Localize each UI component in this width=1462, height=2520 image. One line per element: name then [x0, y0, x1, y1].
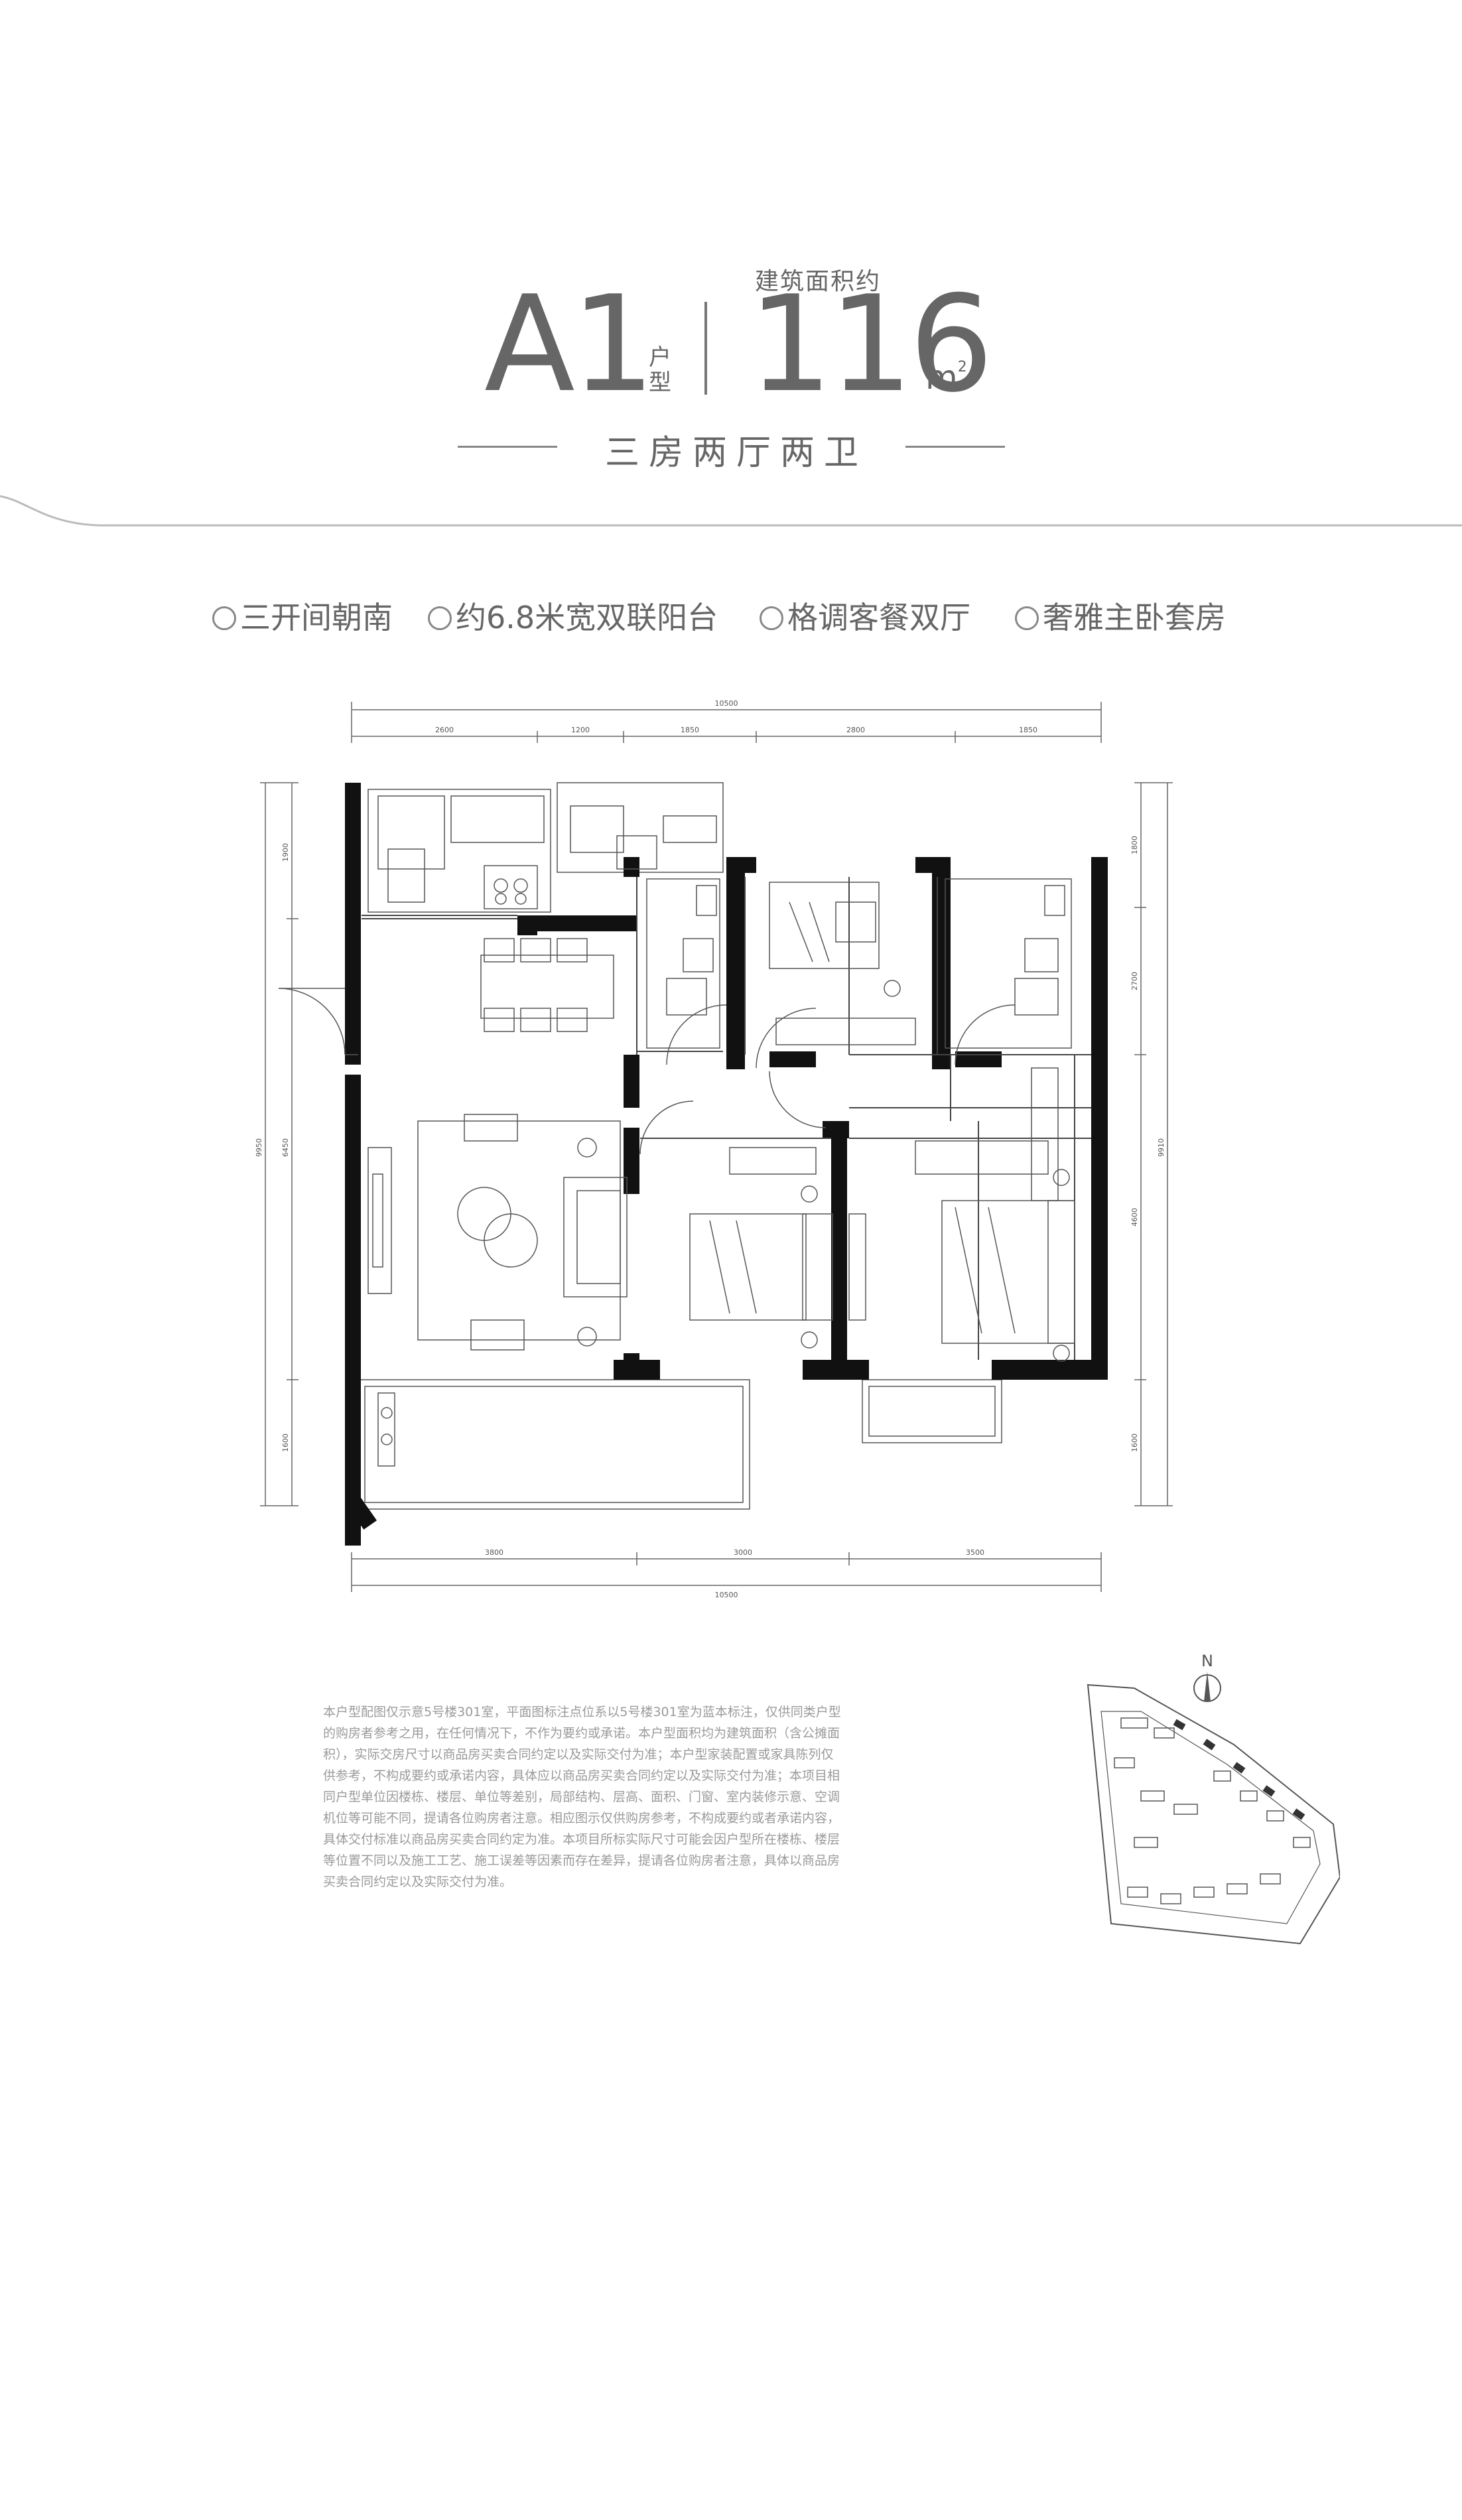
area-unit-base: m: [925, 358, 958, 397]
header-divider: [704, 302, 707, 395]
master-bedroom: [915, 1067, 1075, 1362]
header-curve: [0, 495, 1462, 527]
area-unit-sup: 2: [957, 359, 967, 375]
dim-top-seg-1: 2600: [435, 726, 454, 734]
bedroom-middle: [639, 1100, 866, 1349]
feature-list: 三开间朝南 约6.8米宽双联阳台 格调客餐双厅 奢雅主卧套房: [199, 594, 1274, 640]
dimension-bottom: [351, 1552, 1102, 1592]
dim-top-total: 10500: [715, 699, 738, 708]
area-value: 116: [748, 267, 994, 422]
dim-right-seg-4: 1600: [1130, 1433, 1139, 1452]
layout-subtitle: 三房两厅两卫: [604, 433, 868, 473]
disclaimer: 本户型配图仅示意5号楼301室，平面图标注点位系以5号楼301室为蓝本标注，仅供…: [323, 1705, 841, 1889]
north-label: N: [1201, 1652, 1213, 1670]
dim-right-seg-1: 1800: [1130, 836, 1139, 854]
dim-right-seg-3: 4600: [1130, 1208, 1139, 1227]
feature-item: 格调客餐双厅: [760, 594, 970, 637]
walls: [345, 783, 1108, 1546]
ring-icon: [1015, 606, 1039, 630]
feature-item: 约6.8米宽双联阳台: [428, 594, 718, 637]
dim-top-seg-3: 1850: [681, 726, 699, 734]
bathroom-2: [945, 878, 1072, 1065]
site-buildings-highlight: [1173, 1719, 1305, 1820]
corridor-door: [769, 1071, 827, 1128]
bathroom-1: [646, 878, 727, 1065]
dimension-left: [260, 782, 299, 1506]
feature-item: 三开间朝南: [212, 594, 393, 637]
dim-right-total: 9910: [1157, 1138, 1165, 1157]
feature-text: 约6.8米宽双联阳台: [456, 600, 718, 635]
dimension-top: [351, 702, 1102, 743]
dimension-right: [1134, 782, 1173, 1506]
dim-bottom-total: 10500: [715, 1591, 738, 1599]
subtitle-line-left: [458, 446, 557, 448]
dim-left-total: 9950: [255, 1138, 263, 1157]
subtitle-line-right: [905, 446, 1005, 448]
laundry: [377, 1392, 395, 1467]
site-plan: N: [1087, 1652, 1340, 1945]
floor-plan: 10500 2600 1200 1850 2800 1850 9950 1900…: [255, 699, 1173, 1599]
dim-right-seg-2: 2700: [1130, 972, 1139, 990]
ring-icon: [212, 606, 236, 630]
dim-bottom-seg-3: 3500: [966, 1548, 984, 1557]
header: A1 户型 建筑面积约 116 m2 三房两厅两卫: [0, 0, 1462, 531]
feature-item: 奢雅主卧套房: [1015, 594, 1226, 637]
living-room: [367, 1114, 628, 1351]
entrance-door: [278, 988, 358, 1055]
ring-icon: [428, 606, 452, 630]
dim-top-seg-2: 1200: [571, 726, 590, 734]
north-arrow: N: [1193, 1652, 1221, 1702]
area-label: 建筑面积约: [755, 268, 882, 295]
area-unit: m2: [925, 358, 967, 397]
dim-left-seg-1: 1900: [281, 843, 290, 862]
dim-bottom-seg-2: 3000: [734, 1548, 752, 1557]
dim-left-seg-3: 1600: [281, 1433, 290, 1452]
ring-icon: [760, 606, 783, 630]
site-boundary: [1087, 1684, 1340, 1945]
bedroom-top: [756, 882, 916, 1069]
feature-text: 格调客餐双厅: [787, 600, 970, 635]
dining-table: [480, 938, 614, 1032]
feature-text: 三开间朝南: [240, 600, 393, 635]
balcony-outlines: [358, 782, 1002, 1510]
unit-type-suffix: 户型: [649, 344, 671, 396]
feature-text: 奢雅主卧套房: [1043, 600, 1226, 635]
site-buildings: [1114, 1717, 1311, 1904]
dim-top-seg-5: 1850: [1019, 726, 1037, 734]
dim-bottom-seg-1: 3800: [485, 1548, 503, 1557]
kitchen: [367, 789, 717, 913]
unit-type-code: A1: [484, 267, 655, 422]
dim-left-seg-2: 6450: [281, 1138, 290, 1157]
dim-top-seg-4: 2800: [846, 726, 865, 734]
